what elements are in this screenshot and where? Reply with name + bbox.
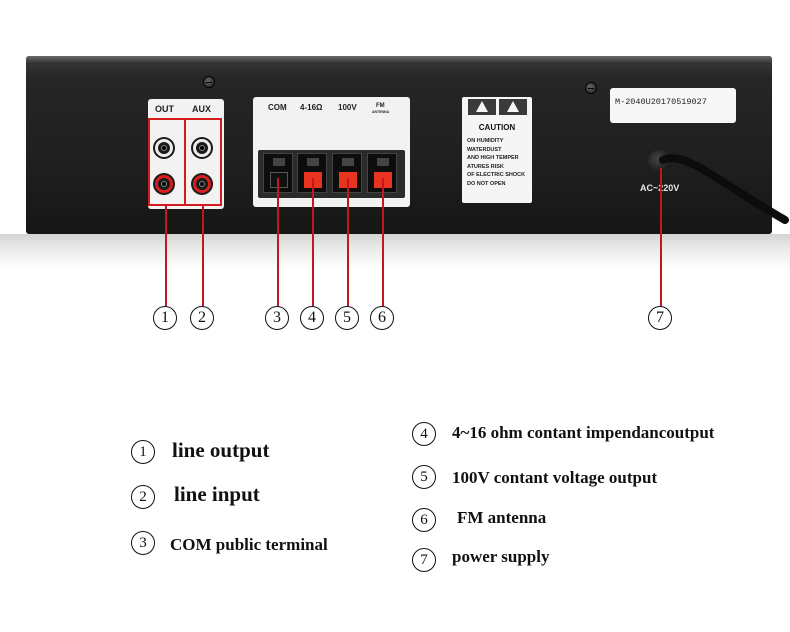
marker-4: 4 — [300, 306, 324, 330]
legend-text-2: line input — [174, 482, 260, 506]
legend-marker-6: 6 — [412, 508, 436, 532]
legend-text-6: FM antenna — [457, 508, 547, 527]
caution-title: CAUTION — [478, 123, 516, 132]
leader-line-1 — [165, 206, 167, 306]
aux-label: AUX — [192, 104, 212, 114]
legend-marker-7: 7 — [412, 548, 436, 572]
rca-jack-white-out[interactable] — [153, 137, 175, 159]
legend-text-3: COM public terminal — [170, 535, 328, 554]
warning-triangle-icon — [468, 99, 496, 115]
impedance-label: 4-16Ω — [300, 103, 323, 112]
marker-7: 7 — [648, 306, 672, 330]
marker-1: 1 — [153, 306, 177, 330]
panel-top-edge — [26, 56, 772, 64]
rca-jack-white-aux[interactable] — [191, 137, 213, 159]
device-shadow — [0, 234, 790, 270]
line-input-highlight — [184, 118, 222, 206]
leader-line-2 — [202, 206, 204, 306]
screw-icon — [203, 76, 215, 88]
legend-marker-1: 1 — [131, 440, 155, 464]
leader-line-6 — [382, 178, 384, 306]
rca-jack-red-aux[interactable] — [191, 173, 213, 195]
caution-text: ON HUMIDITY WATERDUST AND HIGH TEMPER AT… — [467, 138, 526, 187]
power-cable — [659, 154, 789, 224]
marker-5: 5 — [335, 306, 359, 330]
fm-sub-label: ANTENNA — [372, 110, 390, 114]
legend-marker-5: 5 — [412, 465, 436, 489]
serial-number: M-2040U20170519027 — [615, 97, 707, 107]
leader-line-7 — [660, 168, 662, 306]
leader-line-4 — [312, 178, 314, 306]
legend-marker-4: 4 — [412, 422, 436, 446]
legend-marker-2: 2 — [131, 485, 155, 509]
com-label: COM — [268, 103, 287, 112]
legend-text-1: line output — [172, 438, 270, 462]
serial-sticker — [610, 88, 736, 123]
marker-3: 3 — [265, 306, 289, 330]
legend-text-5: 100V contant voltage output — [452, 468, 658, 487]
legend-marker-3: 3 — [131, 531, 155, 555]
screw-icon — [585, 82, 597, 94]
leader-line-5 — [347, 178, 349, 306]
power-label: AC~220V — [640, 183, 679, 193]
rca-jack-red-out[interactable] — [153, 173, 175, 195]
out-label: OUT — [155, 104, 174, 114]
leader-line-3 — [277, 178, 279, 306]
fm-label: FM — [376, 103, 385, 109]
legend-text-4: 4~16 ohm contant impendancoutput — [452, 423, 715, 442]
marker-6: 6 — [370, 306, 394, 330]
legend-text-7: power supply — [452, 547, 550, 566]
marker-2: 2 — [190, 306, 214, 330]
voltage-label: 100V — [338, 103, 357, 112]
warning-triangle-icon — [499, 99, 527, 115]
